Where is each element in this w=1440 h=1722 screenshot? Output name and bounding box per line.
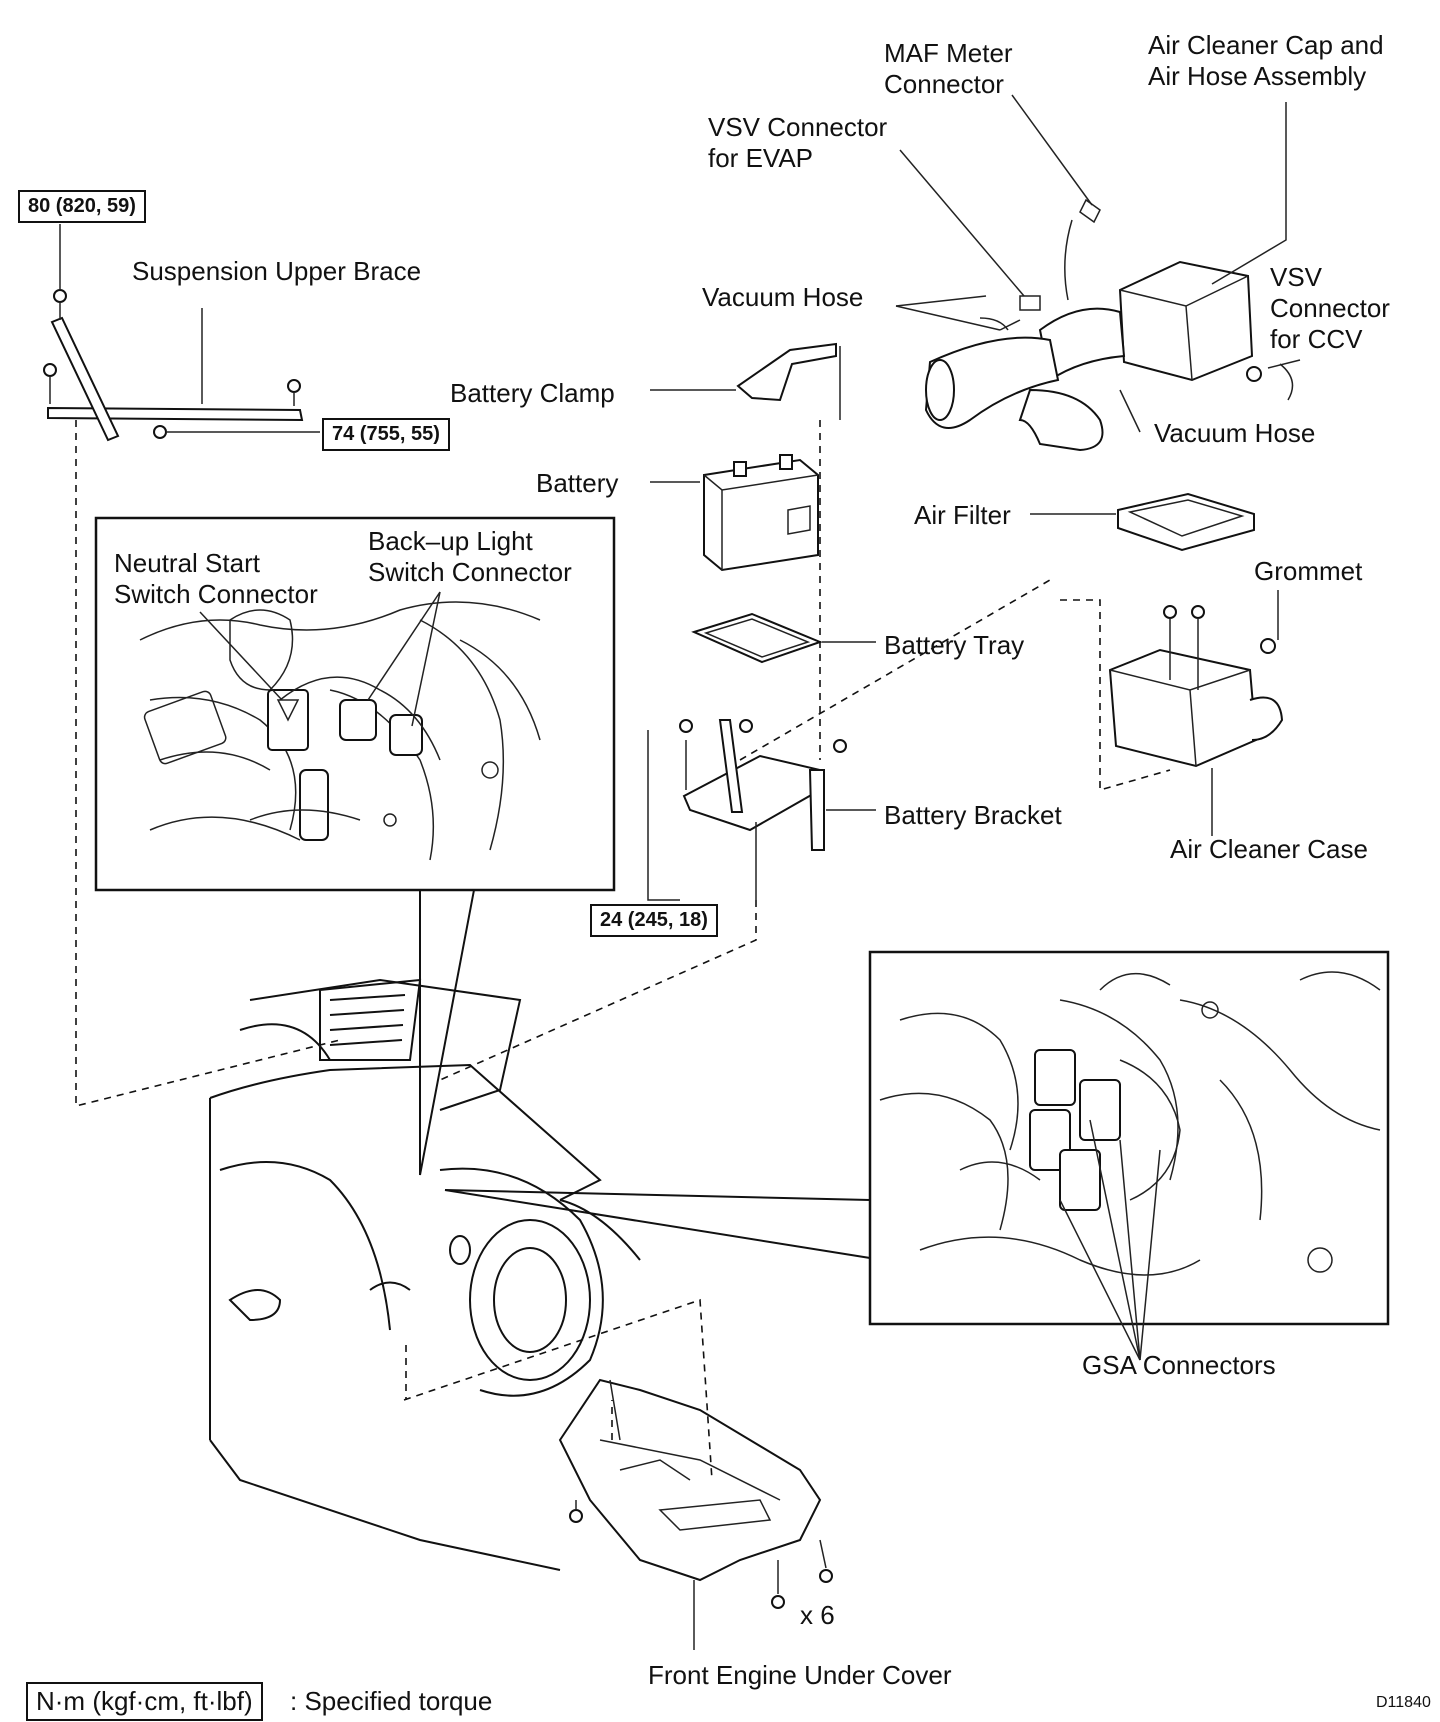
air-cleaner-case-part (1108, 590, 1284, 836)
torque-bracket-bolt: 24 (245, 18) (590, 904, 718, 937)
label-vacuum-hose-top: Vacuum Hose (702, 282, 864, 312)
label-air-cleaner-cap-text: Air Cleaner Cap and Air Hose Assembly (1148, 30, 1384, 91)
label-backup-light-switch-connector: Back–up Light Switch Connector (368, 526, 572, 588)
air-cleaner-cap-part (924, 198, 1294, 452)
battery-tray-part (691, 612, 876, 664)
figure-code: D11840 (1376, 1694, 1431, 1711)
suspension-upper-brace-part (43, 224, 320, 442)
transmission-sketch (139, 601, 541, 861)
label-battery-clamp: Battery Clamp (450, 378, 615, 408)
inset-callout-lines (419, 889, 871, 1259)
label-air-cleaner-case: Air Cleaner Case (1170, 834, 1368, 864)
label-vacuum-hose-bottom: Vacuum Hose (1154, 418, 1316, 448)
battery-bracket-part (647, 719, 876, 901)
label-vsv-connector-ccv-text: VSV Connector for CCV (1270, 262, 1390, 354)
label-vsv-connector-ccv: VSV Connector for CCV (1270, 262, 1390, 355)
assembly-guide-lines (75, 420, 1171, 1481)
label-neutral-start-text: Neutral Start Switch Connector (114, 548, 318, 609)
switch-connector-leaders (199, 591, 441, 727)
label-vsv-connector-evap: VSV Connector for EVAP (708, 112, 887, 174)
label-battery: Battery (536, 468, 619, 498)
torque-brace-nut: 80 (820, 59) (18, 190, 146, 223)
label-quantity: x 6 (800, 1600, 835, 1630)
car-body (209, 978, 641, 1571)
inset-box-transmission (94, 516, 616, 892)
battery-part (650, 454, 819, 572)
label-maf-meter-connector-text: MAF Meter Connector (884, 38, 1013, 99)
label-air-filter: Air Filter (914, 500, 1011, 530)
label-front-engine-under-cover: Front Engine Under Cover (648, 1660, 952, 1690)
gsa-leaders (1059, 1119, 1161, 1361)
gsa-sketch (879, 971, 1381, 1276)
label-backup-light-text: Back–up Light Switch Connector (368, 526, 572, 587)
inset-box-gsa (868, 950, 1390, 1326)
label-air-cleaner-cap: Air Cleaner Cap and Air Hose Assembly (1148, 30, 1384, 92)
label-gsa-connectors: GSA Connectors (1082, 1350, 1276, 1380)
air-filter-part (1030, 492, 1255, 552)
label-battery-tray: Battery Tray (884, 630, 1025, 660)
label-grommet: Grommet (1254, 556, 1363, 586)
torque-brace-bolt: 74 (755, 55) (322, 418, 450, 451)
label-neutral-start-switch-connector: Neutral Start Switch Connector (114, 548, 318, 610)
label-battery-bracket: Battery Bracket (884, 800, 1062, 830)
front-engine-under-cover-part (558, 1378, 833, 1650)
air-cleaner-leaders (895, 94, 1301, 433)
legend-description: : Specified torque (290, 1686, 493, 1716)
battery-clamp-part (650, 342, 841, 420)
label-maf-meter-connector: MAF Meter Connector (884, 38, 1013, 100)
legend-torque-unit-box: N·m (kgf·cm, ft·lbf) (26, 1682, 263, 1721)
label-vsv-connector-evap-text: VSV Connector for EVAP (708, 112, 888, 173)
label-suspension-upper-brace: Suspension Upper Brace (132, 256, 422, 286)
